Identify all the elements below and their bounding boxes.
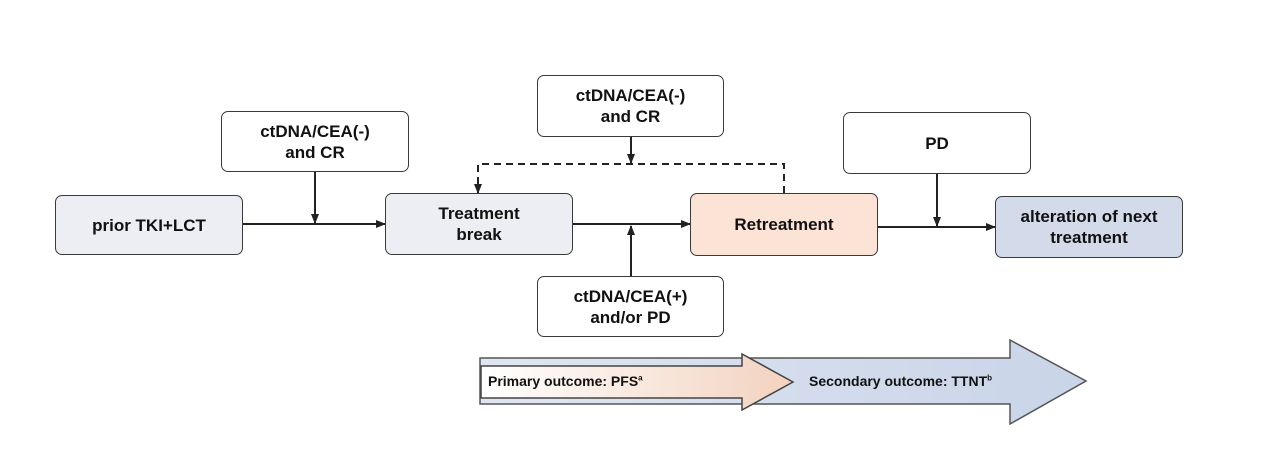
prior-treatment-box: prior TKI+LCT [55,195,243,255]
primary-outcome-arrow [480,352,795,412]
primary-outcome-footnote: a [638,373,643,383]
next-treatment-box: alteration of next treatment [995,196,1183,258]
primary-outcome-label: Primary outcome: PFSa [488,373,643,389]
secondary-outcome-label: Secondary outcome: TTNTb [809,373,993,389]
retreatment-box: Retreatment [690,193,878,256]
treatment-break-box: Treatment break [385,193,573,255]
pd-box: PD [843,112,1031,174]
condition-box-positive-pd: ctDNA/CEA(+) and/or PD [537,276,724,337]
condition-box-negative-cr-top: ctDNA/CEA(-) and CR [537,75,724,137]
dashed-loop-retreatment-to-break [474,163,785,194]
secondary-outcome-footnote: b [987,373,993,383]
condition-box-negative-cr-left: ctDNA/CEA(-) and CR [221,111,409,172]
